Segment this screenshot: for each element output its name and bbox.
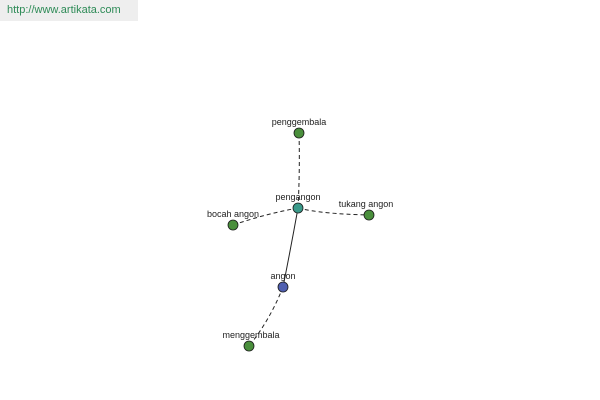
edge-pengangon-tukang-angon [297,207,370,216]
node-label[interactable]: penggembala [272,117,327,127]
node-marker[interactable] [292,202,304,214]
node-marker[interactable] [293,127,305,139]
node-bocah-angon[interactable]: bocah angon [207,209,259,231]
node-pengangon[interactable]: pengangon [275,192,321,214]
node-label[interactable]: angon [270,271,295,281]
node-menggembala[interactable]: menggembala [222,330,280,352]
node-marker[interactable] [243,340,255,352]
node-tukang-angon[interactable]: tukang angon [339,199,394,221]
node-label[interactable]: pengangon [275,192,320,202]
source-url-banner[interactable]: http://www.artikata.com [0,0,138,21]
node-marker[interactable] [227,219,239,231]
edge-pengangon-angon [282,207,299,288]
edges-layer [232,132,370,347]
node-angon[interactable]: angon [270,271,296,293]
node-label[interactable]: tukang angon [339,199,394,209]
edge-pengangon-penggembala [297,132,300,209]
node-label[interactable]: bocah angon [207,209,259,219]
nodes-layer: pengangon angon penggembala bocah angon tuka… [207,117,394,352]
node-penggembala[interactable]: penggembala [272,117,327,139]
node-marker[interactable] [277,281,289,293]
node-label[interactable]: menggembala [222,330,279,340]
node-marker[interactable] [363,209,375,221]
